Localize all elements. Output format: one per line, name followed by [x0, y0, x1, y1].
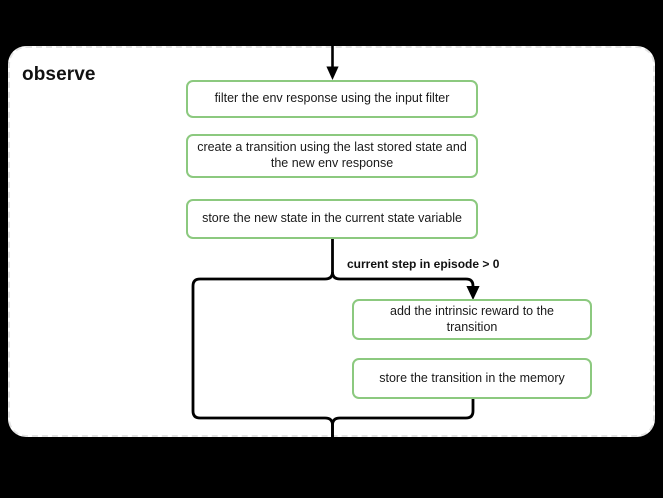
node-filter-env-response[interactable]: filter the env response using the input … [186, 80, 478, 118]
node-store-new-state[interactable]: store the new state in the current state… [186, 199, 478, 239]
node-create-transition[interactable]: create a transition using the last store… [186, 134, 478, 178]
node-store-transition-memory[interactable]: store the transition in the memory [352, 358, 592, 399]
edge-condition-branch [331, 271, 480, 300]
edge-entry-arrow [326, 0, 339, 80]
node-add-intrinsic-reward[interactable]: add the intrinsic reward to the transiti… [352, 299, 592, 340]
subgraph-title: observe [22, 64, 96, 85]
edge-label-condition: current step in episode > 0 [345, 257, 502, 271]
edge-return-merge [331, 399, 475, 446]
edge-bypass-branch [191, 271, 334, 446]
